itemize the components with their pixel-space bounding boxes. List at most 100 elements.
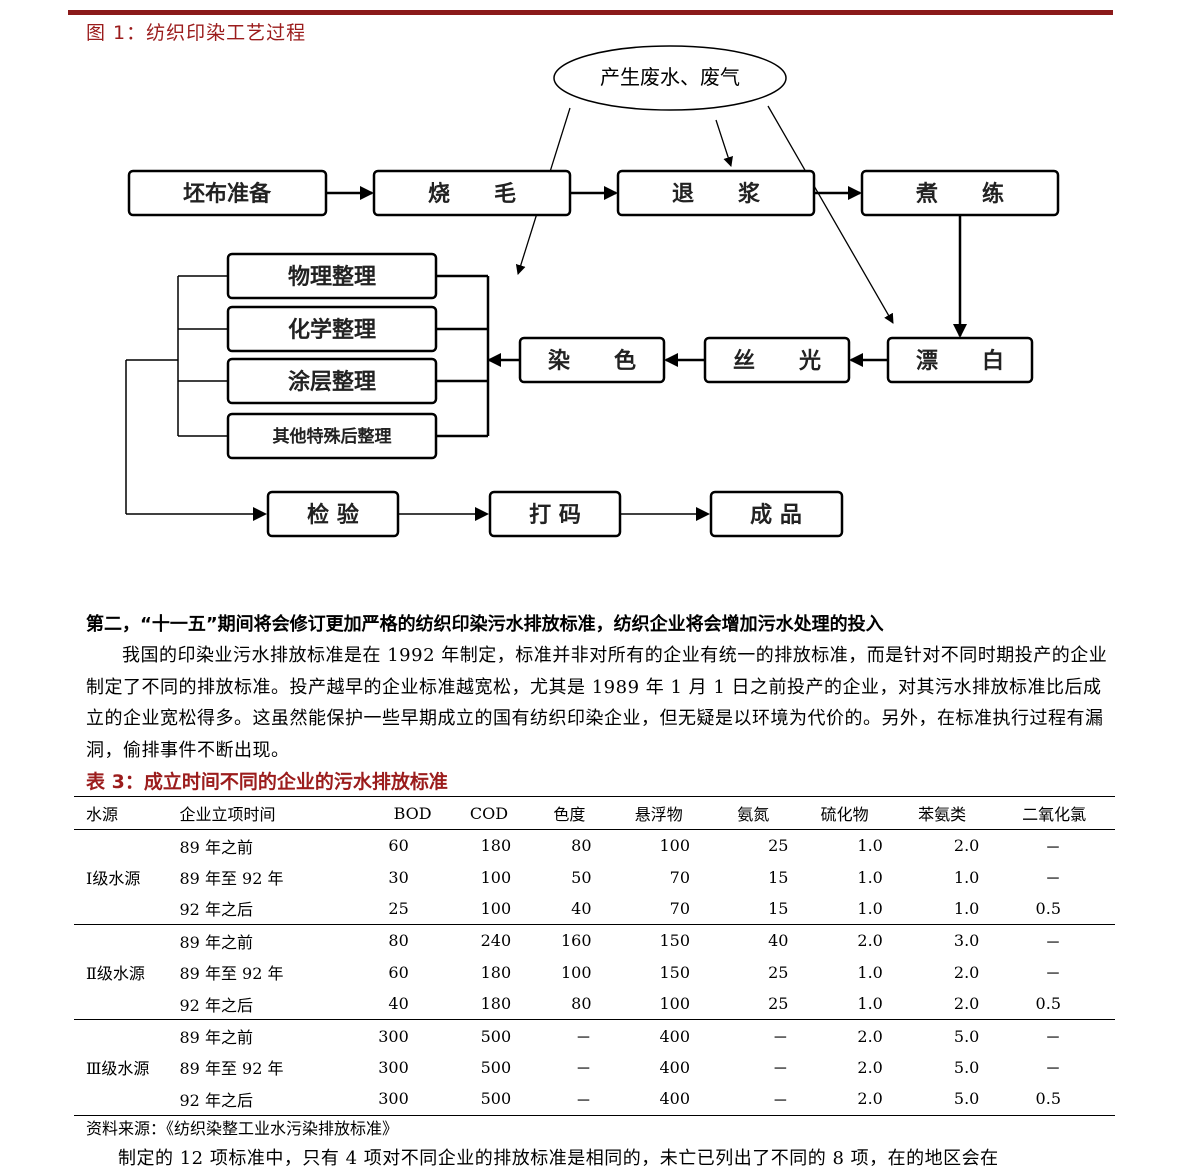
step-code-box: 打 码: [488, 490, 622, 538]
row-value-cell: 0.5: [993, 892, 1115, 926]
row-source-cell: Ⅲ级水源: [86, 1059, 150, 1079]
figure-title: 图 1：纺织印染工艺过程: [86, 22, 307, 44]
row-value-cell: 150: [659, 962, 690, 982]
row-value-cell: 40: [768, 931, 789, 951]
row-value-cell: －: [1044, 932, 1061, 952]
row-value-cell: －: [1044, 964, 1061, 984]
step-mercerize-label: 丝 光: [733, 348, 821, 374]
step-code-label: 打 码: [529, 503, 581, 528]
step-dye-label: 染 色: [548, 348, 636, 374]
row-value-cell: 40: [529, 892, 610, 926]
row-time-cell: 89 年之前: [179, 837, 253, 857]
step-scour-box: 煮 练: [860, 169, 1060, 217]
section-body: 我国的印染业污水排放标准是在 1992 年制定，标准并非对所有的企业有统一的排放…: [86, 645, 1108, 761]
row-value-cell: 1.0: [798, 892, 891, 926]
row-value-cell: 2.0: [953, 962, 980, 982]
row-value-cell: 100: [448, 892, 530, 926]
section-heading: 第二，“十一五”期间将会修订更加严格的纺织印染污水排放标准，纺织企业将会增加污水…: [86, 614, 884, 635]
row-value-cell: －: [772, 1028, 789, 1048]
row-value-cell: －: [1044, 1059, 1061, 1079]
row-value-cell: 1.0: [953, 867, 980, 887]
row-value-cell: 80: [388, 931, 409, 951]
step-coating-box: 涂层整理: [226, 357, 438, 405]
row-source-cell: [74, 925, 180, 957]
step-physical-box: 物理整理: [226, 252, 438, 300]
row-value-cell: －: [1044, 869, 1061, 889]
header-ammonia: 氨氮: [708, 796, 799, 830]
row-source-cell: [74, 1020, 180, 1052]
row-value-cell: 500: [448, 1083, 530, 1116]
row-value-cell: －: [1044, 837, 1061, 857]
row-value-cell: 180: [480, 836, 512, 856]
step-special-box: 其他特殊后整理: [226, 412, 438, 460]
row-value-cell: 2.0: [857, 1057, 883, 1077]
row-value-cell: －: [772, 1059, 789, 1079]
row-value-cell: 3.0: [953, 931, 980, 951]
row-value-cell: 15: [768, 867, 789, 887]
row-value-cell: 2.0: [857, 931, 883, 951]
row-value-cell: 5.0: [953, 1026, 980, 1046]
row-value-cell: －: [1044, 1028, 1061, 1048]
row-value-cell: 100: [609, 987, 708, 1021]
step-product-label: 成 品: [750, 503, 802, 528]
step-prep-box: 坯布准备: [127, 169, 328, 217]
step-bleach-label: 漂 白: [916, 348, 1004, 374]
step-inspect-box: 检 验: [266, 490, 400, 538]
row-time-cell: 92 年之后: [179, 1083, 377, 1116]
row-value-cell: 2.0: [890, 987, 994, 1021]
step-chemical-label: 化学整理: [288, 317, 376, 343]
step-coating-label: 涂层整理: [288, 369, 376, 395]
row-value-cell: 70: [669, 867, 690, 887]
row-value-cell: 80: [529, 987, 610, 1021]
row-source-cell: Ⅱ级水源: [86, 964, 145, 984]
row-value-cell: 100: [480, 867, 512, 887]
row-time-cell: 89 年之前: [179, 1028, 253, 1048]
row-value-cell: 25: [768, 836, 789, 856]
step-scour-label: 煮 练: [915, 181, 1004, 207]
row-value-cell: 5.0: [953, 1057, 980, 1077]
row-value-cell: 400: [609, 1083, 708, 1116]
row-value-cell: 180: [448, 987, 530, 1021]
row-value-cell: 160: [560, 931, 592, 951]
header-color: 色度: [529, 796, 610, 830]
row-value-cell: 0.5: [993, 1083, 1115, 1116]
step-bleach-box: 漂 白: [886, 336, 1034, 384]
row-time-cell: 89 年至 92 年: [179, 1059, 284, 1079]
step-prep-label: 坯布准备: [183, 181, 272, 207]
row-value-cell: 15: [708, 892, 799, 926]
row-value-cell: 50: [571, 867, 592, 887]
row-value-cell: 500: [480, 1057, 512, 1077]
table-source-note: 资料来源：《纺织染整工业水污染排放标准》: [86, 1119, 399, 1138]
header-sulfide: 硫化物: [798, 796, 891, 830]
row-time-cell: 89 年之前: [179, 932, 253, 952]
header-chlorine-dioxide: 二氧化氯: [993, 796, 1115, 830]
header-bod: BOD: [376, 796, 449, 830]
row-time-cell: 89 年至 92 年: [179, 964, 284, 984]
header-source: 水源: [74, 796, 180, 830]
step-mercerize-box: 丝 光: [703, 336, 851, 384]
emission-standards-table: 水源 企业立项时间 BOD COD 色度 悬浮物 氨氮 硫化物 苯氨类 二氧化氯…: [74, 796, 1115, 1116]
step-physical-label: 物理整理: [288, 264, 376, 290]
row-value-cell: 80: [571, 836, 592, 856]
row-value-cell: 1.0: [857, 836, 883, 856]
row-source-cell: [74, 830, 180, 862]
row-source-cell: [74, 892, 180, 926]
row-value-cell: －: [575, 1059, 592, 1079]
step-product-box: 成 品: [709, 490, 844, 538]
row-value-cell: 2.0: [953, 836, 980, 856]
header-cod: COD: [448, 796, 530, 830]
table-title: 表 3：成立时间不同的企业的污水排放标准: [86, 771, 448, 793]
process-flow-diagram: 产生废水、废气 坯布准备 烧 毛 退 浆 煮 练 漂 白 丝 光 染 色: [125, 45, 1060, 538]
step-desize-label: 退 浆: [672, 181, 761, 207]
row-value-cell: 100: [659, 836, 690, 856]
header-aniline: 苯氨类: [890, 796, 994, 830]
row-value-cell: 300: [378, 1026, 409, 1046]
header-suspended: 悬浮物: [609, 796, 708, 830]
row-value-cell: 180: [480, 962, 512, 982]
